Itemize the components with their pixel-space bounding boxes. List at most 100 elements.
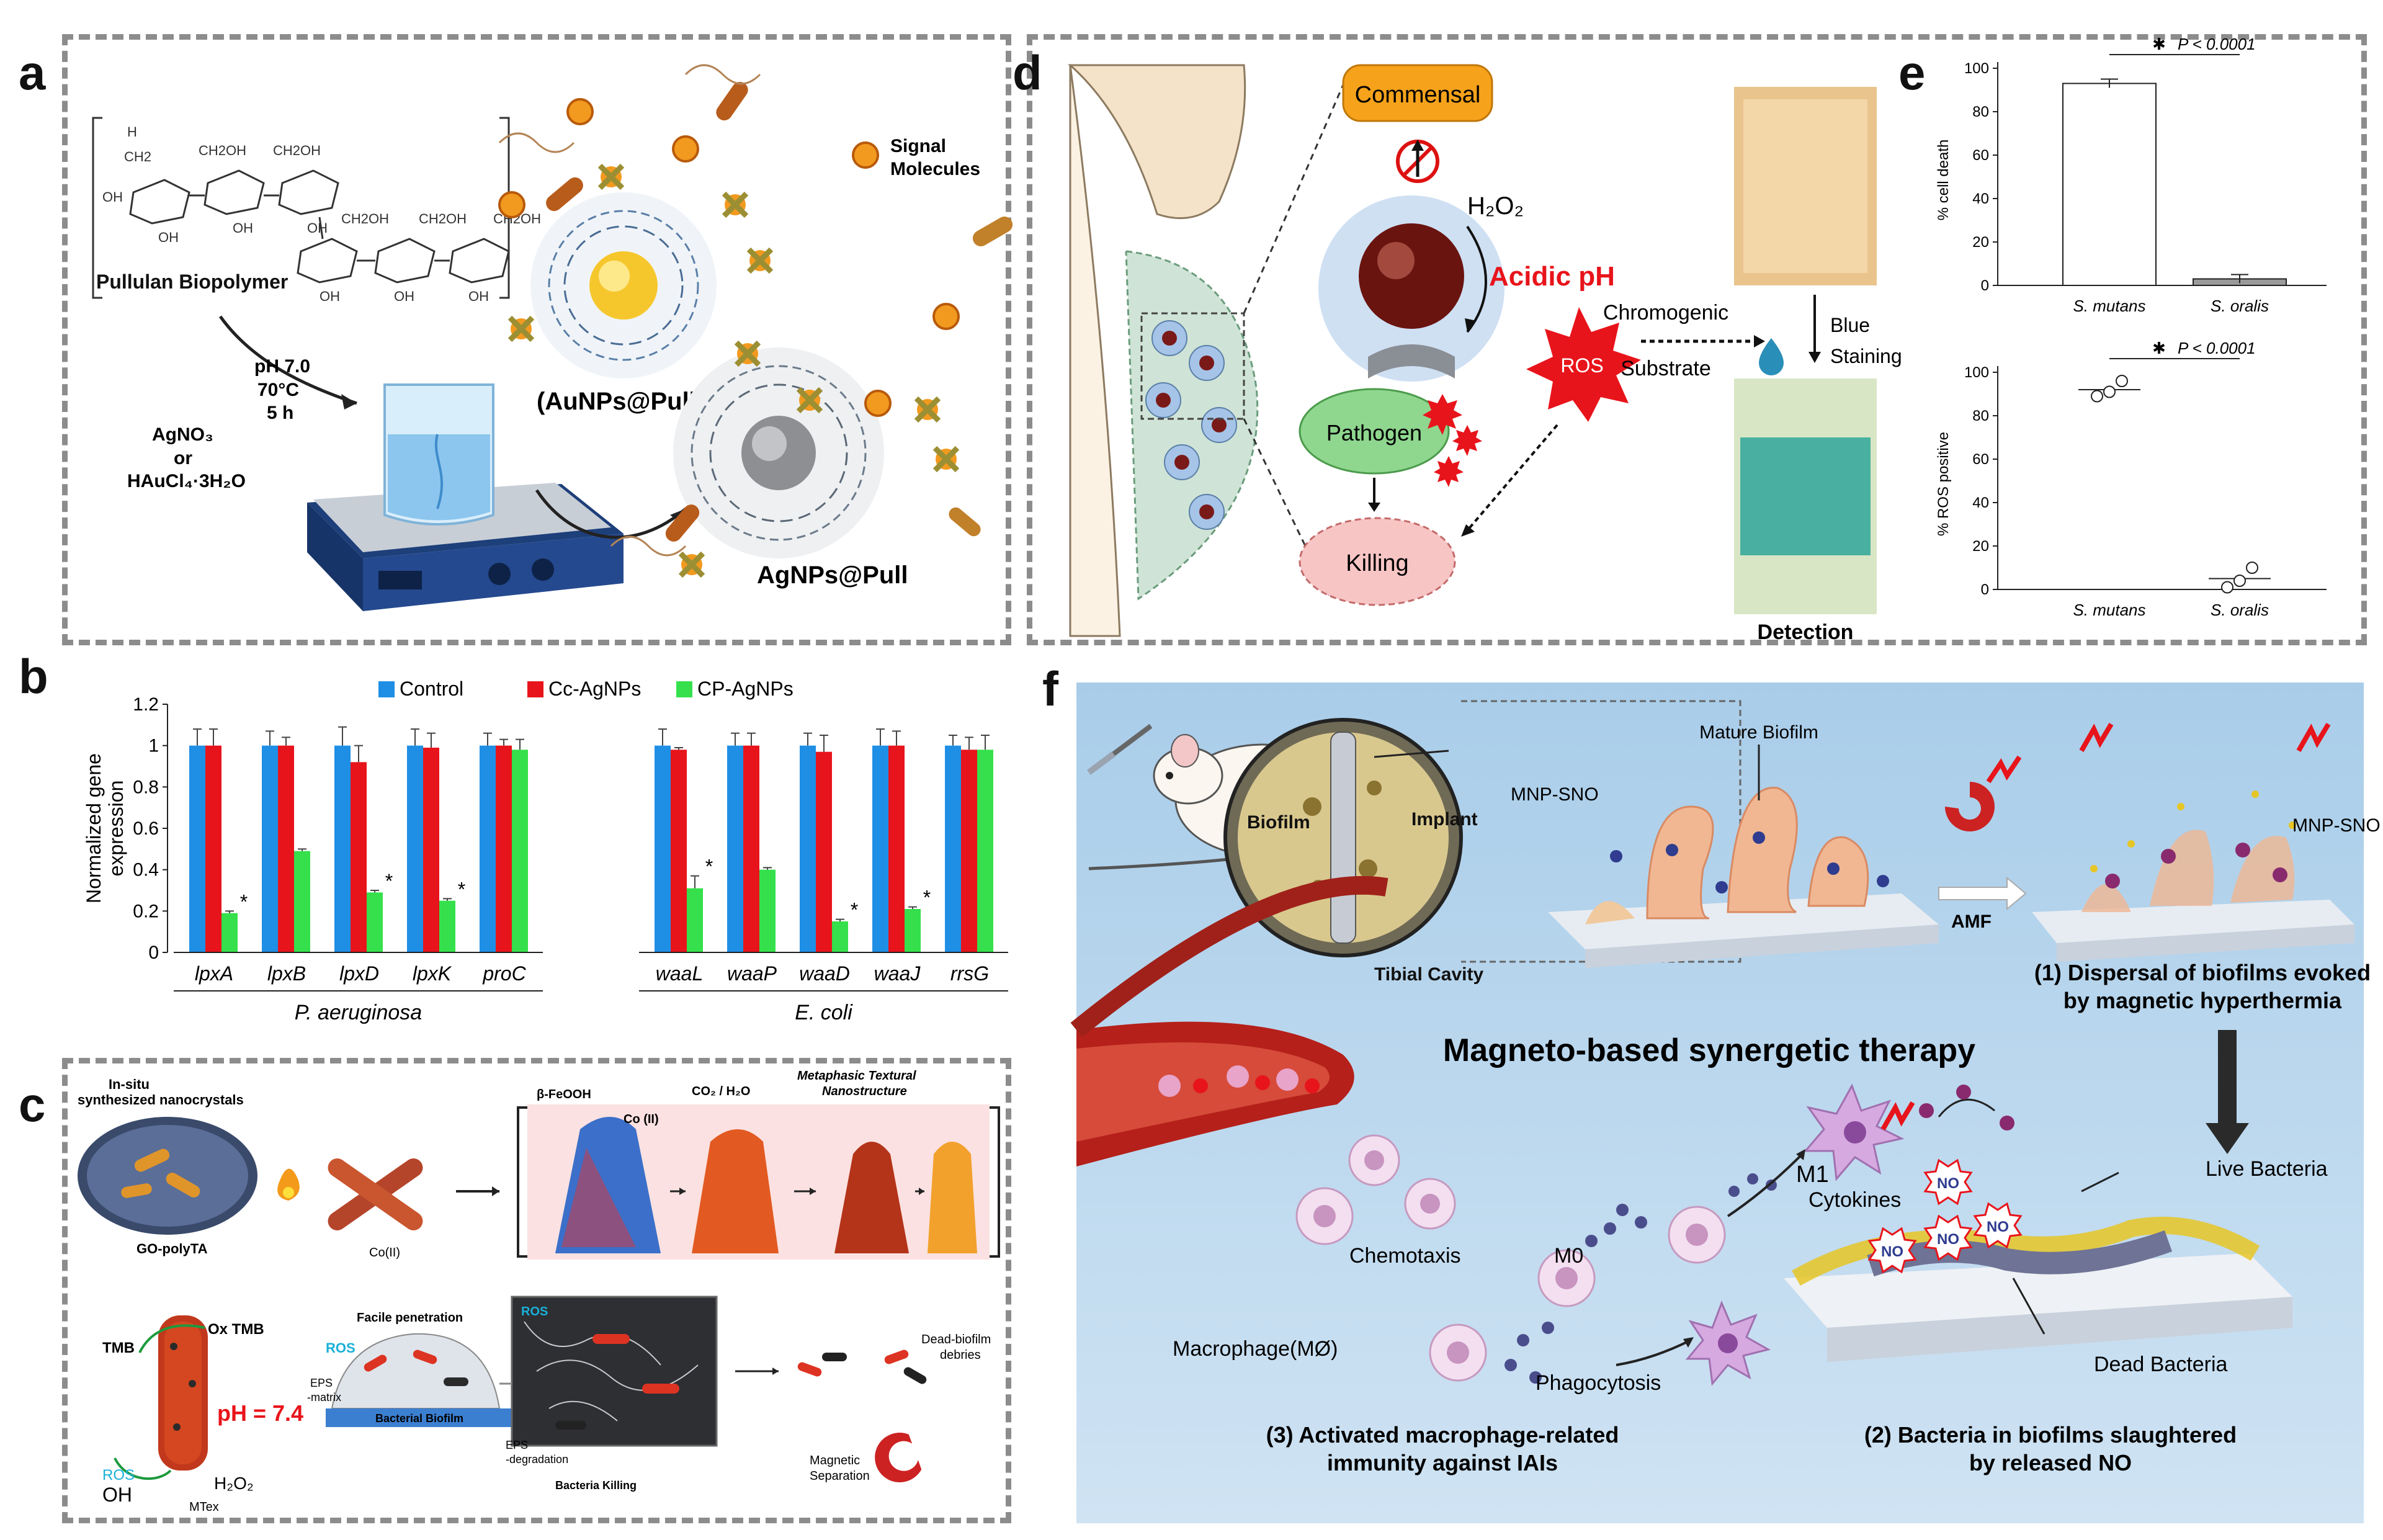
panel-b-letter: b xyxy=(19,649,48,704)
go-polyta-sheet xyxy=(78,1117,257,1235)
bar-waaD-1 xyxy=(816,751,832,952)
pathogen-box xyxy=(1299,388,1450,475)
sig-marker: * xyxy=(705,856,713,878)
e-x-label: S. oralis xyxy=(2211,297,2269,315)
y-tick-label: 0.6 xyxy=(133,818,159,839)
reagent-or: or xyxy=(174,448,192,468)
x-tick-label-lpxA: lpxA xyxy=(195,962,233,985)
e-y-tick-label: 40 xyxy=(1972,190,1989,207)
y-axis-title: Normalized geneexpression xyxy=(83,753,127,903)
bar-lpxK-2 xyxy=(439,900,455,952)
y-tick-label: 0.2 xyxy=(133,901,159,921)
eps-label-1: EPS xyxy=(310,1377,333,1389)
bacteria xyxy=(498,64,1013,557)
x-tick-label-waaJ: waaJ xyxy=(874,962,921,985)
bar-waaJ-2 xyxy=(905,909,921,952)
x-tick-label-lpxD: lpxD xyxy=(339,962,379,985)
svg-text:OH: OH xyxy=(394,289,414,304)
panel-c-frame xyxy=(62,1058,1011,1523)
au-label: (AuNPs@Pull) xyxy=(537,388,704,415)
acidic-ph-label: Acidic pH xyxy=(1489,261,1615,292)
ros-burst-icon xyxy=(1526,307,1641,422)
bar-waaJ-0 xyxy=(872,745,888,952)
e-point xyxy=(2116,375,2128,387)
implant-platform xyxy=(1784,1217,2292,1362)
e-y-tick-label: 20 xyxy=(1972,538,1989,555)
chromogenic-label: Chromogenic xyxy=(1603,301,1728,325)
e-y-tick-label: 60 xyxy=(1972,147,1989,164)
e-y-tick-label: 40 xyxy=(1972,495,1989,511)
bar-lpxD-1 xyxy=(351,762,367,952)
mnp-label: MNP-SNO xyxy=(1511,784,1599,805)
killing-label: Killing xyxy=(1346,550,1408,576)
e-x-label: S. oralis xyxy=(2211,601,2269,619)
y-tick-label: 1.2 xyxy=(133,694,159,715)
nanoparticle-icon xyxy=(1359,223,1464,329)
x-tick-label-lpxB: lpxB xyxy=(267,962,306,985)
bar-lpxD-0 xyxy=(334,745,351,952)
panel-de-frame xyxy=(1027,34,2367,645)
y-tick-label: 0 xyxy=(148,942,159,963)
svg-text:CH2OH: CH2OH xyxy=(419,211,467,226)
step3-line2: immunity against IAIs xyxy=(1327,1450,1558,1475)
magnetic-label-1: Magnetic xyxy=(810,1454,860,1467)
commensal-label: Commensal xyxy=(1355,82,1481,108)
e-y-tick-label: 80 xyxy=(1972,408,1989,424)
svg-text:CH2OH: CH2OH xyxy=(199,143,246,158)
substrate-label: Substrate xyxy=(1621,357,1711,380)
bar-proC-0 xyxy=(480,745,496,952)
y-tick-label: 0.4 xyxy=(133,860,159,880)
dispersed-biofilm xyxy=(2032,790,2354,962)
sig-marker: * xyxy=(923,887,931,909)
h2o2-label: H₂O₂ xyxy=(1467,192,1524,220)
legend-label-0: Control xyxy=(400,678,463,700)
svg-text:OH: OH xyxy=(320,289,340,304)
group-label-0: P. aeruginosa xyxy=(295,1001,422,1024)
live-bacteria-label: Live Bacteria xyxy=(2206,1157,2328,1181)
e-point xyxy=(2091,390,2103,403)
step1-line2: by magnetic hyperthermia xyxy=(2063,988,2342,1013)
e-x-label: S. mutans xyxy=(2073,297,2145,315)
sig-marker: * xyxy=(385,870,393,892)
go-label: GO-polyTA xyxy=(136,1241,208,1256)
bar-waaL-0 xyxy=(655,745,671,952)
cytokine-dots xyxy=(1504,1173,1777,1384)
ph-label: pH = 7.4 xyxy=(217,1400,303,1426)
droplet-icon xyxy=(1759,338,1784,375)
no-label-4: NO xyxy=(1881,1243,1903,1260)
e-point xyxy=(2221,581,2233,594)
svg-text:CH2: CH2 xyxy=(124,149,151,164)
e-pvalue: P < 0.0001 xyxy=(2178,35,2256,53)
step1-line1: (1) Dispersal of biofilms evoked xyxy=(2034,960,2371,985)
e-point xyxy=(2103,385,2116,398)
tibial-label: Tibial Cavity xyxy=(1374,964,1483,985)
biofilm-label: Biofilm xyxy=(1247,812,1310,833)
panel-c-letter: c xyxy=(19,1077,46,1132)
killing-box xyxy=(1299,517,1456,606)
e-pvalue: P < 0.0001 xyxy=(2178,339,2256,357)
epsdeg-label-1: EPS xyxy=(506,1439,528,1451)
mnp-label-2: MNP-SNO xyxy=(2292,815,2381,836)
bar-lpxA-1 xyxy=(205,745,221,952)
metaphasic-label-1: Metaphasic Textural xyxy=(797,1069,916,1083)
coii-label: Co (II) xyxy=(624,1112,659,1126)
e-sig-star: ✱ xyxy=(2152,339,2166,357)
svg-text:OH: OH xyxy=(307,220,328,236)
mtex-rod xyxy=(158,1315,208,1471)
dead-biofilm-debris xyxy=(797,1350,927,1384)
bar-lpxA-0 xyxy=(189,745,205,952)
panel-c-illustration: In-situ synthesized nanocrystals GO-poly… xyxy=(78,1069,1000,1514)
sig-marker: * xyxy=(240,890,248,913)
metaphasic-label-2: Nanostructure xyxy=(822,1085,907,1098)
e-y-tick-label: 0 xyxy=(1981,581,1989,598)
chemotaxis-label: Chemotaxis xyxy=(1349,1244,1461,1268)
blood-vessel xyxy=(1070,875,1388,1166)
e-sig-star: ✱ xyxy=(2152,35,2166,53)
e-y-title: % cell death xyxy=(1935,140,1952,221)
bar-waaJ-1 xyxy=(888,745,905,952)
e-y-title: % ROS positive xyxy=(1935,432,1952,536)
bar-lpxB-2 xyxy=(294,851,310,952)
panel-f-illustration: Implant Biofilm Tibial Cavity Mature Bio… xyxy=(1070,683,2381,1523)
ros-label-c2: ROS xyxy=(326,1340,355,1356)
no-bursts: NO NO NO NO xyxy=(1867,1158,2023,1274)
